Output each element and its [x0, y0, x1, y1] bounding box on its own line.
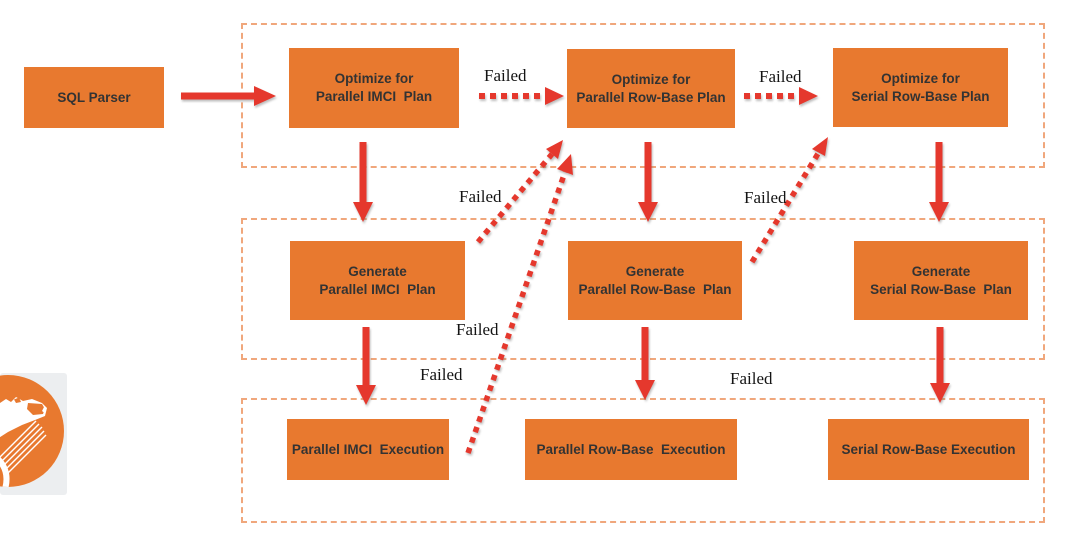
arrow-generate-srb-to-exec-srb: [930, 327, 950, 403]
node-sql-parser: SQL Parser: [24, 67, 164, 128]
node-generate-parallel-imci-plan: Generate Parallel IMCI Plan: [290, 241, 465, 320]
failed-label-exec-imci-fallback-upper: Failed: [456, 320, 499, 339]
failed-label-optimize-imci-to-prb: Failed: [484, 66, 527, 85]
failed-arrow-optimize-imci-to-optimize-prb: [479, 87, 564, 105]
failed-label-generate-imci-fallback: Failed: [459, 187, 502, 206]
arrow-optimize-imci-to-generate-imci: [353, 142, 373, 222]
arrow-optimize-srb-to-generate-srb: [929, 142, 949, 222]
failed-label-exec-imci-fallback-lower: Failed: [420, 365, 463, 384]
node-parallel-imci-execution: Parallel IMCI Execution: [287, 419, 449, 480]
failed-label-optimize-prb-to-srb: Failed: [759, 67, 802, 86]
failed-arrow-optimize-prb-to-optimize-srb: [744, 87, 818, 105]
node-optimize-parallel-rowbase-plan: Optimize for Parallel Row-Base Plan: [567, 49, 735, 128]
node-serial-rowbase-execution: Serial Row-Base Execution: [828, 419, 1029, 480]
node-parallel-rowbase-execution: Parallel Row-Base Execution: [525, 419, 737, 480]
polardb-bear-logo-icon: [0, 373, 67, 495]
node-generate-serial-rowbase-plan: Generate Serial Row-Base Plan: [854, 241, 1028, 320]
failed-arrow-exec-imci-to-optimize-prb: [465, 154, 573, 454]
failed-label-generate-prb-fallback: Failed: [744, 188, 787, 207]
arrow-generate-prb-to-exec-prb: [635, 327, 655, 400]
arrow-sqlparser-to-optimize-imci: [181, 86, 276, 106]
node-optimize-serial-rowbase-plan: Optimize for Serial Row-Base Plan: [833, 48, 1008, 127]
arrow-generate-imci-to-exec-imci: [356, 327, 376, 405]
execute-stage-container: [241, 398, 1045, 523]
arrow-optimize-prb-to-generate-prb: [638, 142, 658, 222]
failed-label-exec-prb-fallback: Failed: [730, 369, 773, 388]
failed-arrow-generate-imci-to-optimize-prb: [475, 140, 563, 244]
node-generate-parallel-rowbase-plan: Generate Parallel Row-Base Plan: [568, 241, 742, 320]
failed-arrow-generate-prb-to-optimize-srb: [749, 137, 828, 264]
node-optimize-parallel-imci-plan: Optimize for Parallel IMCI Plan: [289, 48, 459, 128]
